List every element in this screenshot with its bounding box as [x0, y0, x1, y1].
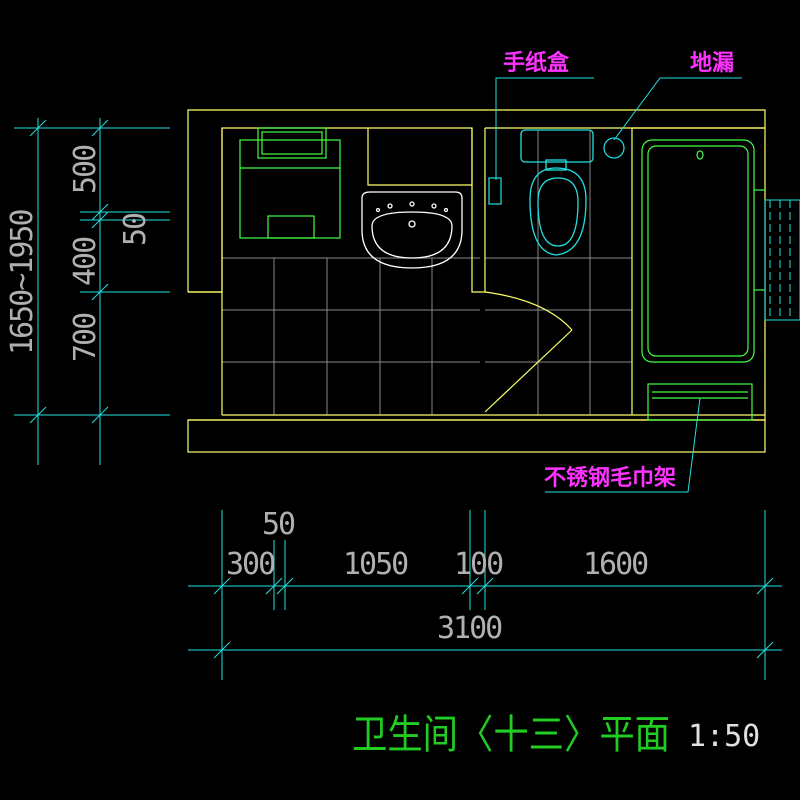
wash-basin	[361, 191, 463, 269]
dim-500: 500	[68, 145, 103, 194]
dim-100: 100	[454, 547, 503, 582]
walls	[187, 109, 766, 453]
floor-tile-grid	[222, 130, 632, 415]
window-opening	[764, 199, 800, 321]
dim-300: 300	[226, 547, 275, 582]
dim-400: 400	[68, 237, 103, 286]
dim-3100: 3100	[437, 611, 502, 646]
door-swing	[484, 291, 573, 413]
bathtub	[641, 139, 765, 363]
annotation-leaders	[495, 77, 742, 493]
annotation-towel-rack: 不锈钢毛巾架	[544, 465, 676, 491]
vertical-dimension-lines	[14, 118, 170, 465]
dim-total-height: 1650~1950	[5, 210, 40, 355]
drawing-scale: 1:50	[688, 719, 760, 754]
dim-50-vertical: 50	[118, 213, 153, 246]
toilet	[520, 129, 594, 256]
dim-1050: 1050	[343, 547, 408, 582]
annotation-floor-drain: 地漏	[690, 50, 734, 76]
dim-50-horizontal: 50	[262, 507, 295, 542]
annotation-paper-box: 手纸盒	[503, 50, 570, 76]
floor-drain-symbol	[603, 137, 625, 159]
horizontal-dimension-lines	[188, 510, 782, 680]
paper-box-symbol	[488, 177, 502, 205]
cabinet-fixture	[239, 127, 341, 239]
drawing-title: 卫生间〈十三〉平面	[352, 712, 670, 758]
dim-1600: 1600	[583, 547, 648, 582]
dim-700: 700	[68, 313, 103, 362]
